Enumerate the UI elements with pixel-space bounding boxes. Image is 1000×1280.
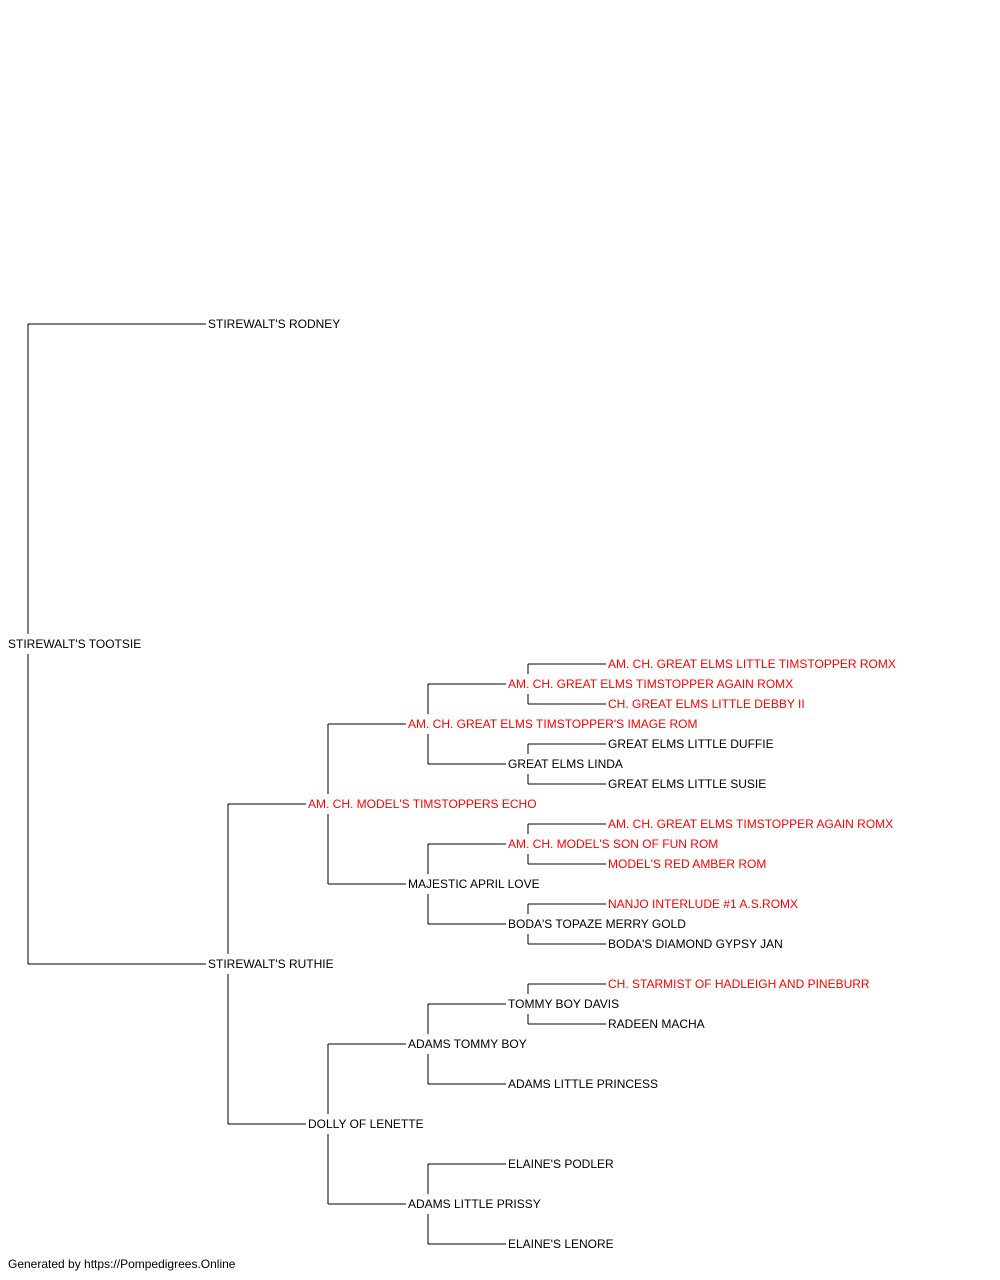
pedigree-node-dam-dam-sire: ADAMS TOMMY BOY [408, 1037, 527, 1051]
pedigree-node-dam-dam: DOLLY OF LENETTE [308, 1117, 424, 1131]
generated-by-footer: Generated by https://Pompedigrees.Online [8, 1257, 236, 1271]
pedigree-node-dam-sire-dam: MAJESTIC APRIL LOVE [408, 877, 540, 891]
pedigree-node-dam-dam-sire-sire-dam: RADEEN MACHA [608, 1017, 705, 1031]
pedigree-node-dam-sire-sire-dam-dam: GREAT ELMS LITTLE SUSIE [608, 777, 766, 791]
pedigree-node-dam-sire-dam-sire-sire: AM. CH. GREAT ELMS TIMSTOPPER AGAIN ROMX [608, 817, 893, 831]
pedigree-node-dam-sire-dam-sire: AM. CH. MODEL'S SON OF FUN ROM [508, 837, 718, 851]
pedigree-node-dam-dam-sire-sire: TOMMY BOY DAVIS [508, 997, 619, 1011]
pedigree-node-dam-sire: AM. CH. MODEL'S TIMSTOPPERS ECHO [308, 797, 537, 811]
pedigree-node-dam: STIREWALT'S RUTHIE [208, 957, 334, 971]
pedigree-node-subject: STIREWALT'S TOOTSIE [8, 637, 141, 651]
pedigree-node-dam-dam-sire-dam: ADAMS LITTLE PRINCESS [508, 1077, 658, 1091]
pedigree-node-sire: STIREWALT'S RODNEY [208, 317, 340, 331]
pedigree-node-dam-sire-sire: AM. CH. GREAT ELMS TIMSTOPPER'S IMAGE RO… [408, 717, 697, 731]
pedigree-node-dam-dam-dam-sire: ELAINE'S PODLER [508, 1157, 614, 1171]
connector-lines [27, 323, 606, 1245]
pedigree-node-dam-sire-sire-dam-sire: GREAT ELMS LITTLE DUFFIE [608, 737, 774, 751]
node-labels: STIREWALT'S TOOTSIE STIREWALT'S RODNEY STI… [8, 317, 896, 1251]
pedigree-node-dam-sire-dam-dam-dam: BODA'S DIAMOND GYPSY JAN [608, 937, 783, 951]
pedigree-node-dam-dam-sire-sire-sire: CH. STARMIST OF HADLEIGH AND PINEBURR [608, 977, 870, 991]
pedigree-node-dam-sire-sire-sire-dam: CH. GREAT ELMS LITTLE DEBBY II [608, 697, 805, 711]
pedigree-node-dam-sire-dam-dam: BODA'S TOPAZE MERRY GOLD [508, 917, 686, 931]
pedigree-node-dam-sire-sire-sire-sire: AM. CH. GREAT ELMS LITTLE TIMSTOPPER ROM… [608, 657, 896, 671]
pedigree-node-dam-sire-dam-dam-sire: NANJO INTERLUDE #1 A.S.ROMX [608, 897, 798, 911]
pedigree-node-dam-sire-dam-sire-dam: MODEL'S RED AMBER ROM [608, 857, 766, 871]
pedigree-node-dam-sire-sire-dam: GREAT ELMS LINDA [508, 757, 623, 771]
pedigree-node-dam-dam-dam: ADAMS LITTLE PRISSY [408, 1197, 541, 1211]
pedigree-node-dam-dam-dam-dam: ELAINE'S LENORE [508, 1237, 614, 1251]
pedigree-node-dam-sire-sire-sire: AM. CH. GREAT ELMS TIMSTOPPER AGAIN ROMX [508, 677, 793, 691]
